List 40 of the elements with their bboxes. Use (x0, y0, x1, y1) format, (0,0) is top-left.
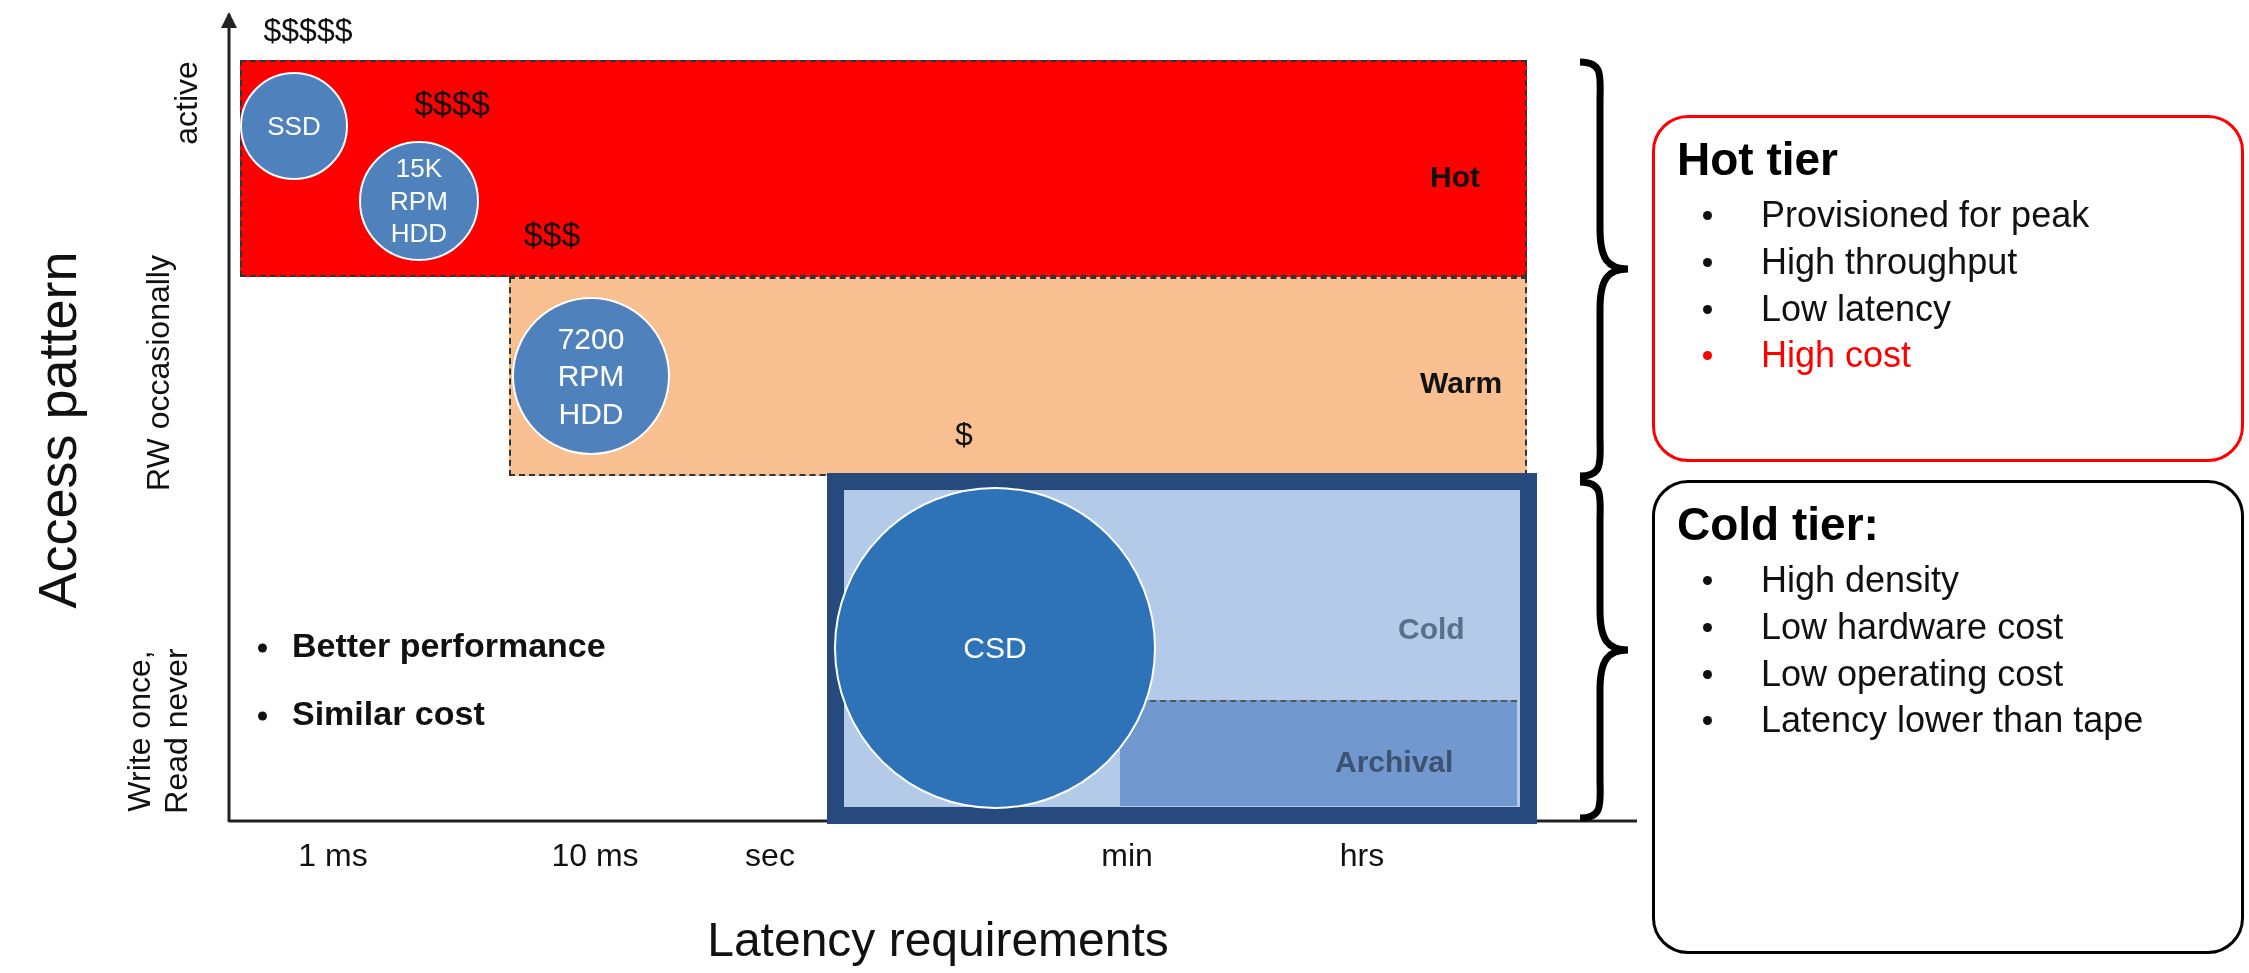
bullet-text: High cost (1761, 334, 1912, 376)
axis-tick-label: active (167, 61, 205, 145)
axis-tick-label: RW occasionally (139, 254, 177, 493)
axis-tick-label: Write once, Read never (121, 647, 195, 816)
bullet-text: Provisioned for peak (1761, 194, 2090, 235)
tier-region (827, 473, 1537, 824)
device-label: 7200 RPM HDD (556, 320, 626, 432)
cost-label: $$$$ (414, 83, 490, 123)
axis-tick-label: sec (745, 836, 795, 874)
axis-tick-label: min (1101, 836, 1153, 874)
axis-title: Latency requirements (707, 911, 1169, 967)
region-label: Archival (1335, 745, 1454, 779)
cost-label: $ (955, 415, 973, 453)
device-label: CSD (962, 630, 1028, 667)
note-text: Similar cost (292, 693, 485, 732)
bullet-text: Low operating cost (1761, 652, 2064, 694)
axis-title: Access pattern (25, 251, 88, 609)
bullet-text: High density (1761, 559, 1960, 600)
cost-label: $$$$$ (263, 11, 353, 49)
axis-tick-label: hrs (1339, 836, 1385, 874)
device-label: 15K RPM HDD (389, 152, 449, 250)
region-label: Warm (1420, 366, 1503, 400)
bullet-text: High throughput (1761, 240, 2018, 282)
card-heading: Hot tier (1677, 132, 1838, 186)
tier-region (509, 277, 1527, 476)
tier-card (1652, 480, 2244, 954)
axis-tick-label: 10 ms (551, 836, 639, 874)
tier-region (1120, 700, 1517, 806)
axis-tick-label: 1 ms (298, 836, 368, 874)
cost-label: $$$ (523, 214, 581, 254)
device-label: SSD (266, 109, 322, 143)
tier-region (240, 60, 1527, 277)
region-label: Hot (1430, 160, 1480, 194)
card-heading: Cold tier: (1677, 497, 1879, 551)
tier-card (1652, 115, 2244, 462)
note-text: Better performance (292, 625, 606, 664)
bullet-text: Low hardware cost (1761, 605, 2064, 647)
region-label: Cold (1398, 612, 1465, 646)
bullet-text: Latency lower than tape (1761, 699, 2144, 741)
bullet-text: Low latency (1761, 287, 1952, 329)
